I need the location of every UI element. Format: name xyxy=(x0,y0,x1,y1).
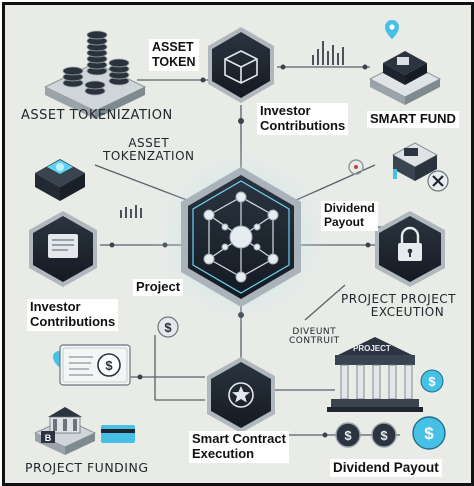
dot xyxy=(137,374,143,380)
asset-token-line-2: TOKEN xyxy=(152,55,196,69)
project-funding-label: PROJECT FUNDING xyxy=(25,460,149,475)
smart-fund-label: SMART FUND xyxy=(367,111,459,128)
investor-contributions-left-line-1: Investor xyxy=(30,299,81,314)
diveunt-contruit-label: DIVEUNT CONTRUIT xyxy=(289,327,340,347)
dot xyxy=(238,118,244,124)
asset-tokenization-mid-line-1: ASSET xyxy=(128,136,170,150)
document-icon xyxy=(48,234,78,258)
asset-tokenization-mid-label: ASSET TOKENZATION xyxy=(103,137,195,162)
svg-text:$: $ xyxy=(105,358,113,373)
diveunt-contruit-line-2: CONTRUIT xyxy=(289,336,340,347)
svg-text:$: $ xyxy=(380,428,388,443)
dot xyxy=(200,77,206,83)
center-hex-glow-edge xyxy=(192,180,290,294)
bank-icon: B xyxy=(33,407,97,455)
investor-contributions-top-label: Investor Contributions xyxy=(257,103,349,135)
dividend-payout-box-line-1: Dividend xyxy=(324,201,375,215)
diveunt-contruit-line-1: DIVEUNT xyxy=(292,327,337,337)
blockchain-network-icon xyxy=(203,191,279,283)
mini-bar-chart-icon xyxy=(120,205,142,218)
server-icon xyxy=(391,142,439,181)
investor-contributions-top-line-2: Contributions xyxy=(260,117,346,133)
investor-contributions-left-label: Investor Contributions xyxy=(27,299,119,331)
asset-token-line-1: ASSET xyxy=(152,40,194,54)
star-icon xyxy=(228,382,254,408)
smart-fund-server-icon xyxy=(368,51,442,105)
investor-contributions-left-line-2: Contributions xyxy=(30,313,116,329)
cube-icon xyxy=(224,50,258,84)
dot xyxy=(365,242,371,248)
card-icon xyxy=(101,425,135,443)
connector-diag-lower-right xyxy=(304,284,346,321)
svg-text:$: $ xyxy=(344,428,352,443)
right-hexagon xyxy=(375,211,445,287)
padlock-icon xyxy=(398,226,422,261)
svg-text:$: $ xyxy=(428,374,436,389)
close-coin-icon xyxy=(427,170,449,192)
asset-tokenization-icon xyxy=(43,30,147,119)
svg-text:$: $ xyxy=(164,320,172,335)
dividend-payout-bottom-label: Dividend Payout xyxy=(330,459,442,477)
diagram-canvas: $ $ B xyxy=(29,20,449,455)
project-plate-label: PROJECT xyxy=(353,344,391,353)
top-hex-body xyxy=(212,32,270,98)
dividend-payout-box-label: Dividend Payout xyxy=(321,201,378,231)
asset-tokenization-mid-line-2: TOKENZATION xyxy=(103,148,195,163)
top-hexagon xyxy=(208,27,274,103)
magnifier-icon xyxy=(348,159,364,175)
mini-bar-chart-icon xyxy=(312,41,344,65)
investor-contributions-top-line-1: Investor xyxy=(260,103,311,118)
check-card-icon: $ xyxy=(59,344,131,386)
bottom-hexagon xyxy=(207,357,275,433)
svg-text:B: B xyxy=(45,433,52,443)
dot xyxy=(362,64,368,70)
dollar-coin-icon: $ xyxy=(335,422,361,448)
smart-contract-execution-line-1: Smart Contract xyxy=(192,431,286,446)
smart-contract-execution-label: Smart Contract Execution xyxy=(189,431,289,463)
dollar-coin-icon: $ xyxy=(412,416,446,450)
asset-token-label: ASSET TOKEN xyxy=(149,39,199,71)
project-project-execution-label: PROJECT PROJECT EXCEUTION xyxy=(341,293,456,318)
project-project-execution-line-2: EXCEUTION xyxy=(370,304,445,319)
dot xyxy=(322,432,328,438)
project-label: Project xyxy=(133,279,184,296)
project-project-execution-line-1: PROJECT PROJECT xyxy=(341,292,457,306)
svg-text:$: $ xyxy=(424,424,434,443)
dollar-coin-icon: $ xyxy=(420,369,444,393)
smart-contract-execution-line-2: Execution xyxy=(192,445,255,461)
left-hexagon xyxy=(29,211,97,287)
dot xyxy=(109,242,115,248)
location-pin-icon xyxy=(385,20,399,39)
dividend-payout-box-line-2: Payout xyxy=(324,214,365,229)
dot xyxy=(280,64,286,70)
dollar-coin-icon: $ xyxy=(157,316,179,338)
asset-tokenization-top-label: ASSET TOKENIZATION xyxy=(21,108,173,123)
bank-building-icon xyxy=(327,337,423,412)
server-icon xyxy=(35,159,85,201)
dollar-coin-icon: $ xyxy=(371,422,397,448)
